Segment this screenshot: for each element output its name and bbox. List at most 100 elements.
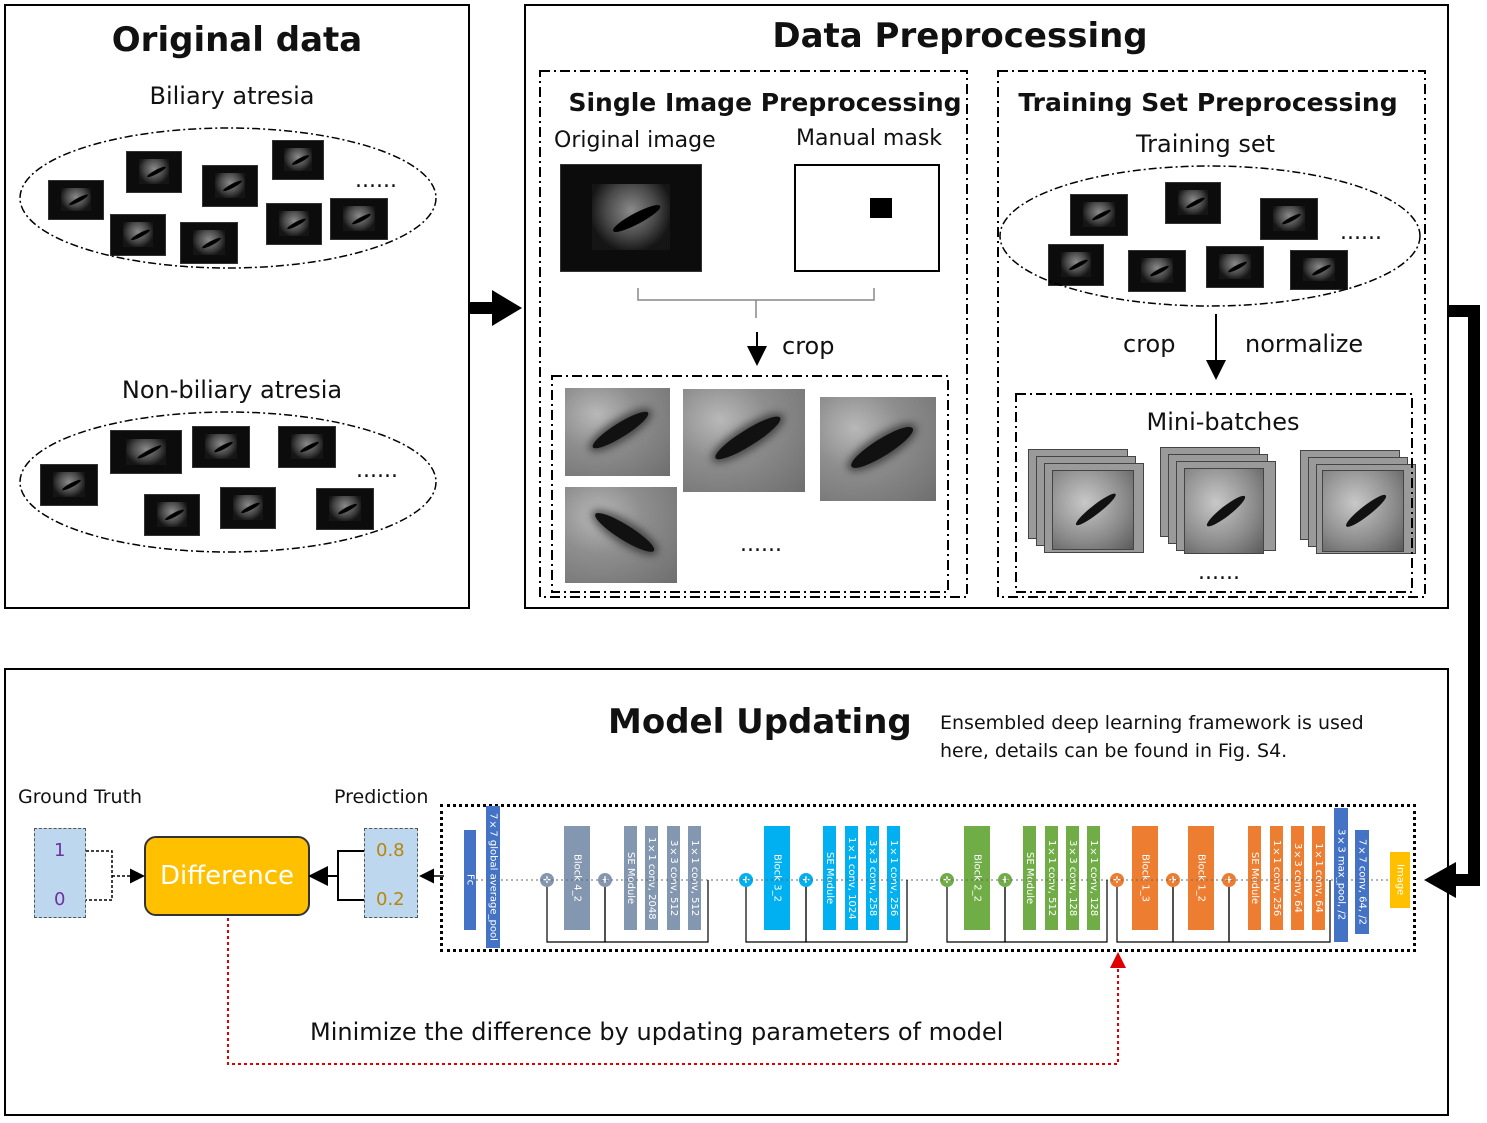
crop-result-frame xyxy=(551,375,949,593)
block-4-2: Block 4_2 xyxy=(564,826,590,930)
train-thumb-2 xyxy=(1165,182,1221,224)
feedback-path xyxy=(227,918,1126,1065)
training-set-title: Training Set Preprocessing xyxy=(1018,88,1398,117)
cropped-patch-1 xyxy=(565,388,670,476)
skip-1c xyxy=(1228,880,1331,943)
network-frame xyxy=(440,804,1416,952)
pred-value-1: 0.8 xyxy=(376,840,405,861)
ba-ellipse xyxy=(19,127,437,269)
ba-thumb-8 xyxy=(330,198,388,240)
conv-3c: 1×1 conv, 256 xyxy=(887,826,900,930)
stack-2-front xyxy=(1184,468,1264,554)
conv-4b: 3×3 conv, 512 xyxy=(667,826,680,930)
conv-4c: 1×1 conv, 512 xyxy=(688,826,701,930)
conv7-layer: 7×7 conv, 64, /2 xyxy=(1355,830,1369,934)
skip-3b xyxy=(805,880,908,943)
se-module-2: SE Module xyxy=(1023,826,1036,930)
ground-truth-label: Ground Truth xyxy=(18,786,143,808)
single-ellipsis: ...... xyxy=(740,532,782,557)
data-preprocessing-title: Data Preprocessing xyxy=(772,16,1148,56)
preprocess-to-model-arrow xyxy=(1424,305,1480,898)
non-biliary-atresia-label: Non-biliary atresia xyxy=(121,376,343,404)
original-data-title: Original data xyxy=(111,20,363,60)
conv-1b: 3×3 conv, 64 xyxy=(1291,826,1304,930)
manual-mask-image xyxy=(794,164,940,272)
skip-1b xyxy=(1172,887,1230,943)
ba-thumb-3 xyxy=(202,165,258,207)
nonba-ellipse xyxy=(19,411,437,553)
original-to-preprocess-arrow xyxy=(470,290,522,326)
train-thumb-1 xyxy=(1070,194,1128,236)
prediction-box xyxy=(364,828,418,918)
block-3-2: Block 3_2 xyxy=(764,826,790,930)
image-input: Image xyxy=(1390,852,1410,908)
original-ultrasound-image xyxy=(560,164,702,272)
cropped-patch-3 xyxy=(820,397,936,501)
ba-thumb-5 xyxy=(110,214,166,256)
ba-thumb-1 xyxy=(48,180,104,220)
nonba-thumb-6 xyxy=(220,487,276,529)
original-image-label: Original image xyxy=(554,128,716,153)
add-node-2b: + xyxy=(998,873,1012,887)
ensemble-note-line2: here, details can be found in Fig. S4. xyxy=(940,740,1288,762)
conv-3b: 3×3 conv, 258 xyxy=(866,826,879,930)
block-2-2: Block 2_2 xyxy=(964,826,990,930)
nonba-thumb-7 xyxy=(316,488,374,530)
training-ellipse xyxy=(999,165,1421,307)
nonba-thumb-5 xyxy=(144,494,200,536)
difference-box: Difference xyxy=(144,836,310,916)
train-thumb-4 xyxy=(1048,244,1104,286)
mini-batches-label: Mini-batches xyxy=(1146,408,1300,436)
training-crop-label: crop xyxy=(1123,330,1176,358)
block-1-2: Block 1_2 xyxy=(1188,826,1214,930)
nonba-thumb-1 xyxy=(40,464,98,506)
add-node-4b: + xyxy=(598,873,612,887)
model-updating-title: Model Updating xyxy=(608,702,912,742)
gt-bracket xyxy=(86,850,113,901)
train-thumb-7 xyxy=(1290,250,1348,290)
minimize-text: Minimize the difference by updating para… xyxy=(310,1018,1004,1046)
single-image-frame xyxy=(539,70,968,598)
single-image-title: Single Image Preprocessing xyxy=(568,88,962,117)
conv-2c: 1×1 conv, 128 xyxy=(1087,826,1100,930)
ensemble-note-line1: Ensembled deep learning framework is use… xyxy=(940,712,1364,734)
mini-batches-frame xyxy=(1015,393,1413,593)
single-crop-label: crop xyxy=(782,332,835,360)
conv-2a: 1×1 conv, 512 xyxy=(1045,826,1058,930)
se-module-1: SE Module xyxy=(1248,826,1261,930)
training-normalize-label: normalize xyxy=(1245,330,1364,358)
se-module-3: SE Module xyxy=(823,826,836,930)
conv-4a: 1×1 conv, 2048 xyxy=(645,826,658,930)
conv-2b: 3×3 conv, 128 xyxy=(1066,826,1079,930)
ground-truth-box xyxy=(34,828,86,918)
cropped-patch-2 xyxy=(683,389,805,492)
fc-layer: Fc xyxy=(464,830,476,930)
max-pool-layer: 3×3 max_pool, /2 xyxy=(1334,808,1348,942)
skip-1a xyxy=(1116,887,1174,943)
train-thumb-3 xyxy=(1260,198,1318,240)
cropped-patch-4 xyxy=(565,487,677,583)
block-1-3: Block 1_3 xyxy=(1132,826,1158,930)
skip-4b xyxy=(604,880,709,943)
skip-2a xyxy=(946,887,1006,943)
ba-thumb-4 xyxy=(272,140,324,180)
data-preprocessing-panel xyxy=(524,4,1449,609)
add-node-1c: + xyxy=(1222,873,1236,887)
nonba-thumb-4 xyxy=(278,426,336,468)
gt-value-0: 0 xyxy=(54,889,66,910)
gap-layer: 7×7 global average_pool xyxy=(486,806,500,948)
pred-bracket xyxy=(337,850,364,901)
train-thumb-5 xyxy=(1128,250,1186,292)
ba-thumb-2 xyxy=(126,151,182,193)
conv-3a: 1×1 conv, 1024 xyxy=(845,826,858,930)
prediction-label: Prediction xyxy=(334,786,429,808)
gt-value-1: 1 xyxy=(54,840,66,861)
nonba-thumb-2 xyxy=(110,430,182,474)
skip-2b xyxy=(1004,880,1108,943)
crop-bracket xyxy=(637,288,875,318)
training-set-frame xyxy=(997,70,1426,598)
pred-value-2: 0.2 xyxy=(376,889,405,910)
mask-region xyxy=(870,198,892,218)
ba-ellipsis: ...... xyxy=(355,168,397,193)
